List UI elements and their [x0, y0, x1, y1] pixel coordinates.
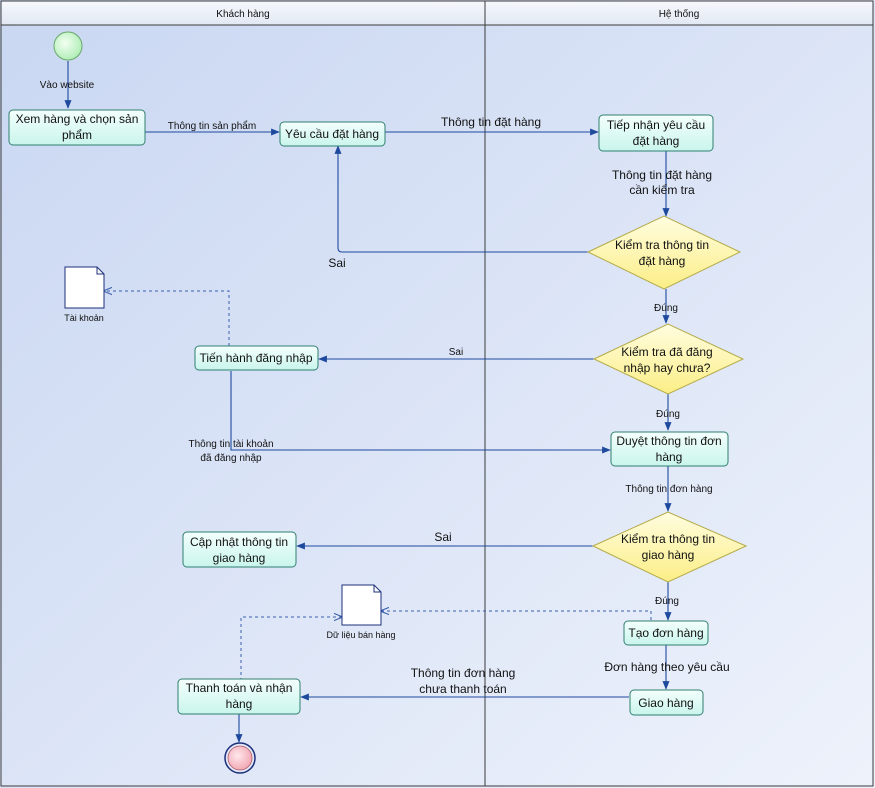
flow-login-account: [104, 291, 230, 346]
activity-receive-line1: Tiếp nhận yêu cầu: [607, 118, 705, 132]
decision-check-info-line1: Kiểm tra thông tin: [615, 238, 709, 252]
decision-check-info: Kiểm tra thông tin đặt hàng: [586, 215, 742, 290]
activity-pay-line1: Thanh toán và nhận: [186, 681, 293, 695]
activity-receive-request: Tiếp nhận yêu cầu đặt hàng: [598, 114, 714, 152]
activity-pay-receive: Thanh toán và nhận hàng: [177, 678, 301, 715]
activity-review-line1: Duyệt thông tin đơn: [616, 434, 721, 448]
activity-receive-line2: đặt hàng: [633, 134, 680, 148]
label-unpaid-line1: Thông tin đơn hàng: [411, 666, 516, 680]
label-correct-1: Đúng: [654, 303, 678, 314]
edges: [64, 61, 672, 743]
label-order-check-line2: cần kiểm tra: [629, 183, 695, 197]
end-node: [224, 742, 256, 774]
activity-login: Tiến hành đăng nhập: [194, 345, 319, 371]
label-correct-3: Đúng: [655, 596, 679, 607]
activity-review-order: Duyệt thông tin đơn hàng: [610, 431, 729, 467]
start-node: [53, 31, 83, 61]
activity-order-request-label: Yêu cầu đặt hàng: [285, 127, 379, 141]
activity-browse-line2: phẩm: [62, 128, 92, 142]
label-correct-2: Đúng: [656, 409, 680, 420]
document-account-label: Tài khoản: [64, 313, 104, 323]
activity-review-line2: hàng: [656, 450, 683, 464]
label-wrong-3: Sai: [434, 530, 451, 544]
document-sales-label: Dữ liệu bán hàng: [326, 630, 395, 640]
activity-login-label: Tiến hành đăng nhập: [200, 351, 313, 365]
decision-check-login-line1: Kiểm tra đã đăng: [621, 345, 712, 359]
swimlane-system: Hệ thống: [484, 0, 874, 787]
label-product-info: Thông tin sản phẩm: [168, 120, 256, 132]
label-account-info-line1: Thông tin tài khoản: [188, 439, 273, 450]
activity-pay-line2: hàng: [226, 697, 253, 711]
edge-login-review: [230, 371, 611, 454]
activity-update-line2: giao hàng: [213, 551, 266, 565]
label-wrong-1: Sai: [328, 256, 345, 270]
activity-deliver-label: Giao hàng: [638, 696, 693, 710]
document-account: Tài khoản: [64, 266, 105, 323]
lane-title-customer: Khách hàng: [216, 9, 269, 20]
label-account-info-line2: đã đăng nhập: [200, 453, 262, 464]
edge-labels: Vào website Thông tin sản phẩm Thông tin…: [40, 80, 730, 696]
decision-check-delivery: Kiểm tra thông tin giao hàng: [591, 511, 748, 583]
activity-update-delivery: Cập nhật thông tin giao hàng: [182, 531, 297, 568]
activity-browse: Xem hàng và chọn sản phẩm: [8, 109, 146, 146]
label-unpaid-line2: chưa thanh toán: [419, 682, 506, 696]
decision-check-delivery-line2: giao hàng: [642, 548, 695, 562]
label-order-on-request: Đơn hàng theo yêu cầu: [604, 660, 729, 674]
activity-deliver: Giao hàng: [629, 689, 704, 716]
object-flows: [104, 291, 652, 681]
activity-update-line1: Cập nhật thông tin: [190, 535, 288, 549]
decision-check-login: Kiểm tra đã đăng nhập hay chưa?: [592, 323, 745, 395]
label-wrong-2: Sai: [449, 347, 463, 358]
decision-check-info-line2: đặt hàng: [639, 254, 686, 268]
activity-create-order: Tạo đơn hàng: [623, 620, 709, 646]
activity-order-request: Yêu cầu đặt hàng: [279, 121, 386, 147]
label-order-details: Thông tin đơn hàng: [625, 484, 712, 495]
edge-check-wrong: [334, 145, 588, 253]
decision-check-login-line2: nhập hay chưa?: [624, 361, 711, 375]
document-icon: [64, 266, 105, 309]
document-icon: [341, 584, 382, 626]
lane-title-system: Hệ thống: [659, 8, 700, 20]
document-sales-data: Dữ liệu bán hàng: [326, 584, 396, 640]
decision-check-delivery-line1: Kiểm tra thông tin: [621, 532, 715, 546]
label-order-check-line1: Thông tin đặt hàng: [612, 168, 712, 182]
label-order-info: Thông tin đặt hàng: [441, 115, 541, 129]
swimlane-customer: Khách hàng: [0, 0, 486, 787]
label-visit-site: Vào website: [40, 80, 95, 91]
activity-browse-line1: Xem hàng và chọn sản: [16, 112, 139, 126]
flow-create-sales: [381, 611, 652, 620]
activity-create-label: Tạo đơn hàng: [628, 626, 703, 640]
